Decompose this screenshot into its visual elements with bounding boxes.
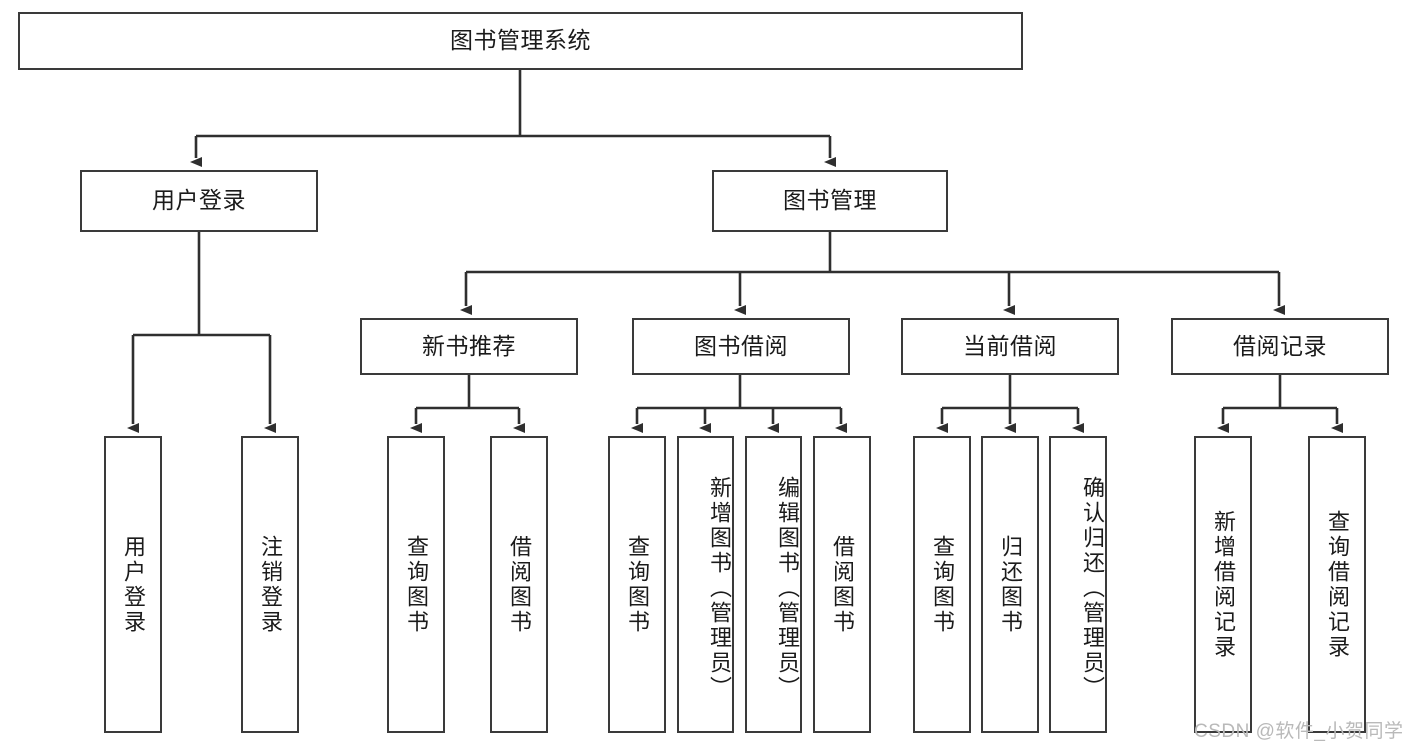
node-book-borrow-label: 图书借阅 <box>694 332 788 359</box>
leaf-user-login[interactable]: 用户登录 <box>104 436 162 733</box>
leaf-query-book-3-label: 查询图书 <box>929 534 955 635</box>
leaf-confirm-return-admin-label: 确认归还（管理员） <box>1080 476 1105 701</box>
leaf-edit-book-admin[interactable]: 编辑图书（管理员） <box>745 436 802 733</box>
leaf-query-borrow-record[interactable]: 查询借阅记录 <box>1308 436 1366 733</box>
leaf-confirm-return-admin[interactable]: 确认归还（管理员） <box>1049 436 1107 733</box>
leaf-borrow-book-1[interactable]: 借阅图书 <box>490 436 548 733</box>
leaf-logout-login[interactable]: 注销登录 <box>241 436 299 733</box>
node-root-label: 图书管理系统 <box>450 27 591 54</box>
leaf-return-book-label: 归还图书 <box>997 534 1023 635</box>
node-borrow-record[interactable]: 借阅记录 <box>1171 318 1389 375</box>
leaf-borrow-book-1-label: 借阅图书 <box>506 534 532 635</box>
node-user-login[interactable]: 用户登录 <box>80 170 318 232</box>
node-new-book-recommend-label: 新书推荐 <box>422 332 516 359</box>
node-book-borrow[interactable]: 图书借阅 <box>632 318 850 375</box>
node-root[interactable]: 图书管理系统 <box>18 12 1023 70</box>
csdn-watermark: CSDN @软件_小贺同学 <box>1194 721 1404 742</box>
leaf-add-book-admin[interactable]: 新增图书（管理员） <box>677 436 734 733</box>
leaf-query-book-1-label: 查询图书 <box>403 534 429 635</box>
node-current-borrow-label: 当前借阅 <box>963 332 1057 359</box>
node-book-manage-label: 图书管理 <box>783 187 877 214</box>
leaf-borrow-book-2-label: 借阅图书 <box>829 534 855 635</box>
leaf-logout-login-label: 注销登录 <box>257 534 283 635</box>
leaf-add-borrow-record-label: 新增借阅记录 <box>1210 509 1236 660</box>
leaf-query-book-2-label: 查询图书 <box>624 534 650 635</box>
leaf-add-book-admin-label: 新增图书（管理员） <box>707 476 732 701</box>
leaf-query-book-2[interactable]: 查询图书 <box>608 436 666 733</box>
leaf-return-book[interactable]: 归还图书 <box>981 436 1039 733</box>
leaf-borrow-book-2[interactable]: 借阅图书 <box>813 436 871 733</box>
node-book-manage[interactable]: 图书管理 <box>712 170 948 232</box>
leaf-user-login-label: 用户登录 <box>120 534 146 635</box>
leaf-add-borrow-record[interactable]: 新增借阅记录 <box>1194 436 1252 733</box>
node-user-login-label: 用户登录 <box>152 187 246 214</box>
leaf-query-book-1[interactable]: 查询图书 <box>387 436 445 733</box>
node-new-book-recommend[interactable]: 新书推荐 <box>360 318 578 375</box>
leaf-edit-book-admin-label: 编辑图书（管理员） <box>775 476 800 701</box>
leaf-query-borrow-record-label: 查询借阅记录 <box>1324 509 1350 660</box>
leaf-query-book-3[interactable]: 查询图书 <box>913 436 971 733</box>
node-borrow-record-label: 借阅记录 <box>1233 332 1327 359</box>
node-current-borrow[interactable]: 当前借阅 <box>901 318 1119 375</box>
